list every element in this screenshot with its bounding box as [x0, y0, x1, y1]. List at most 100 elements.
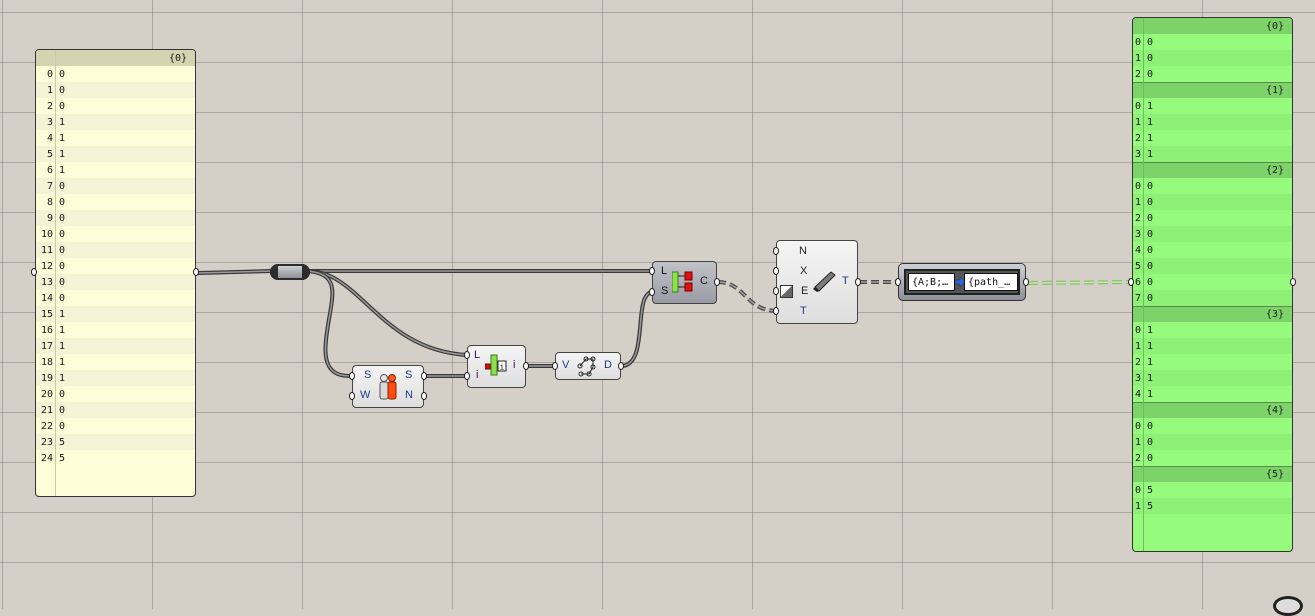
shatter-T-out-port[interactable] [855, 278, 861, 286]
delete-consecutive-component[interactable]: V D [555, 352, 621, 380]
relabel-in-port[interactable] [895, 278, 901, 286]
row-value: 0 [1147, 52, 1154, 64]
row-index: 1 [1134, 52, 1141, 64]
sort-S-in-port[interactable] [349, 372, 355, 380]
index-divider [55, 50, 56, 496]
shatter-tree-component[interactable]: N X E T T [776, 240, 858, 324]
listitem-i-in-port[interactable] [464, 372, 470, 380]
list-item-component[interactable]: L i i i [467, 345, 526, 388]
row-value: 1 [1147, 116, 1154, 128]
shatter-X-in-port[interactable] [773, 267, 779, 275]
split-list-component[interactable]: L S C [652, 261, 717, 304]
sort-list-component[interactable]: S W S N [352, 365, 424, 408]
row-index: 9 [46, 212, 53, 224]
split-C-out-port[interactable] [714, 278, 720, 286]
panel-branch-header: {2} [1133, 162, 1292, 178]
sort-N-out-port[interactable] [421, 392, 427, 400]
row-index: 5 [46, 148, 53, 160]
row-value: 0 [1147, 260, 1154, 272]
row-index: 4 [46, 132, 53, 144]
panel-branch-header: {4} [1133, 402, 1292, 418]
relay-node[interactable] [270, 264, 310, 280]
row-value: 1 [59, 116, 66, 128]
listitem-L-in-port[interactable] [464, 351, 470, 359]
row-index: 2 [1134, 68, 1141, 80]
sort-S-out-port[interactable] [421, 372, 427, 380]
branch-path-label: {3} [1265, 309, 1284, 320]
split-S-in-port[interactable] [649, 288, 655, 296]
row-value: 0 [59, 420, 66, 432]
row-value: 1 [59, 372, 66, 384]
branch-path-label: {5} [1265, 469, 1284, 480]
row-value: 0 [59, 228, 66, 240]
row-value: 1 [1147, 372, 1154, 384]
row-index: 3 [46, 116, 53, 128]
output-panel-in-port[interactable] [1128, 278, 1134, 286]
expression-toggle-icon[interactable] [780, 285, 793, 298]
canvas-widget-icon[interactable] [1273, 596, 1303, 616]
panel-branch-header: {0} [36, 50, 195, 66]
branch-path-label: {4} [1265, 405, 1284, 416]
row-index: 17 [40, 340, 53, 352]
sort-W-in-port[interactable] [349, 392, 355, 400]
input-panel-out-port[interactable] [193, 268, 199, 276]
row-index: 6 [46, 164, 53, 176]
row-index: 14 [40, 292, 53, 304]
input-W-label: W [360, 389, 371, 401]
input-panel-in-port[interactable] [31, 268, 37, 276]
relabel-target-field[interactable]: {path_… [964, 273, 1018, 291]
panel-row: 17 1 [36, 338, 195, 354]
row-index: 1 [1134, 340, 1141, 352]
shatter-N-in-port[interactable] [773, 247, 779, 255]
row-value: 0 [59, 68, 66, 80]
output-panel-out-port[interactable] [1290, 278, 1296, 286]
panel-branch-header: {0} [1133, 18, 1292, 34]
row-value: 1 [59, 148, 66, 160]
row-value: 5 [59, 452, 66, 464]
shatter-E-in-port[interactable] [773, 287, 779, 295]
panel-branch-header: {3} [1133, 306, 1292, 322]
row-value: 1 [59, 340, 66, 352]
row-index: 0 [1134, 100, 1141, 112]
row-value: 0 [1147, 436, 1154, 448]
relabel-component[interactable]: {A;B;… {path_… [898, 263, 1026, 301]
dcon-D-out-port[interactable] [618, 362, 624, 370]
split-L-in-port[interactable] [649, 267, 655, 275]
row-index: 21 [40, 404, 53, 416]
index-divider [1143, 18, 1144, 551]
listitem-i-out-port[interactable] [523, 362, 529, 370]
relabel-source-field[interactable]: {A;B;… [908, 273, 955, 291]
input-N-label: N [799, 245, 807, 257]
row-index: 24 [40, 452, 53, 464]
panel-branch-header: {1} [1133, 82, 1292, 98]
shatter-T-in-port[interactable] [773, 307, 779, 315]
saw-icon [813, 271, 836, 292]
row-value: 0 [1147, 420, 1154, 432]
relabel-inner: {A;B;… {path_… [904, 269, 1020, 295]
dcon-V-in-port[interactable] [552, 362, 558, 370]
relabel-out-port[interactable] [1023, 278, 1029, 286]
